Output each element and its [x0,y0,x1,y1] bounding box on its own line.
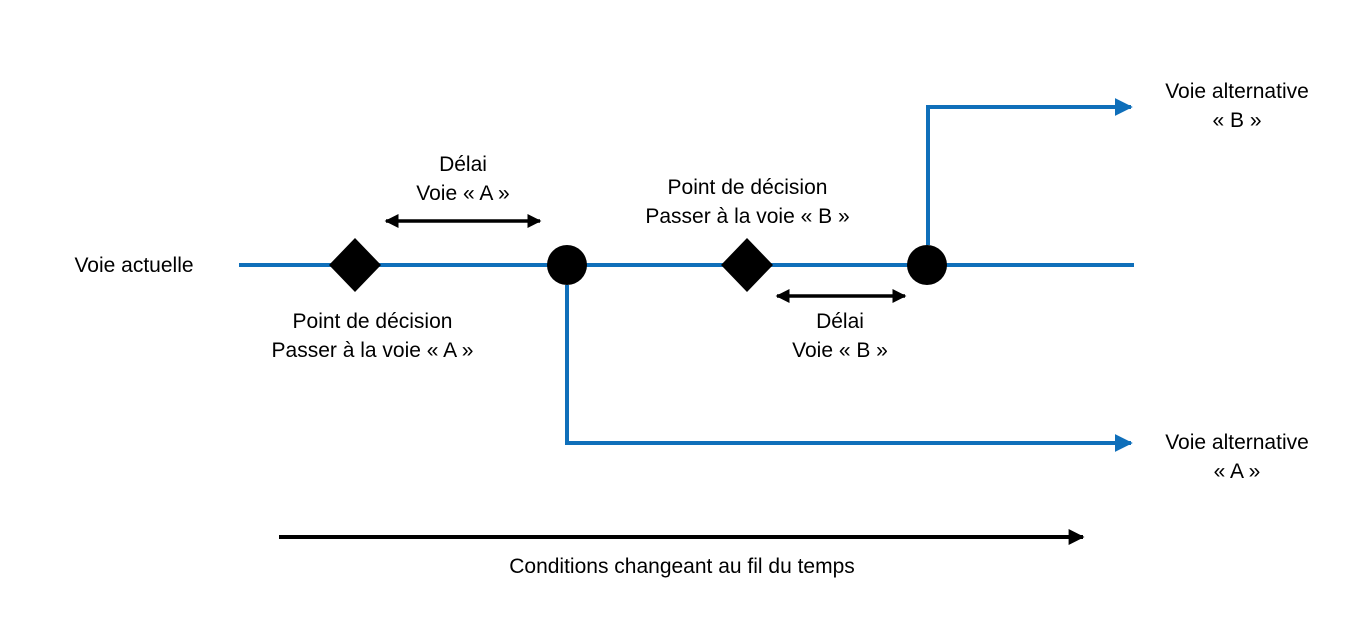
alt-path-a-label: Voie alternative « A » [1165,431,1309,483]
decision-b-diamond-icon [721,238,773,292]
alt-path-b-label: Voie alternative « B » [1165,80,1309,132]
delay-a-label: Délai Voie « A » [416,153,510,205]
current-path-label: Voie actuelle [74,254,194,277]
switch-a-circle-icon [547,245,587,285]
switch-b-circle-icon [907,245,947,285]
time-axis-label: Conditions changeant au fil du temps [509,555,855,578]
delay-b-label: Délai Voie « B » [792,310,888,362]
decision-a-label: Point de décision Passer à la voie « A » [271,310,474,362]
alt-path-b-line [926,98,1133,245]
decision-a-diamond-icon [329,238,381,292]
alt-path-a-line [565,285,1133,452]
decision-b-label: Point de décision Passer à la voie « B » [645,176,850,228]
